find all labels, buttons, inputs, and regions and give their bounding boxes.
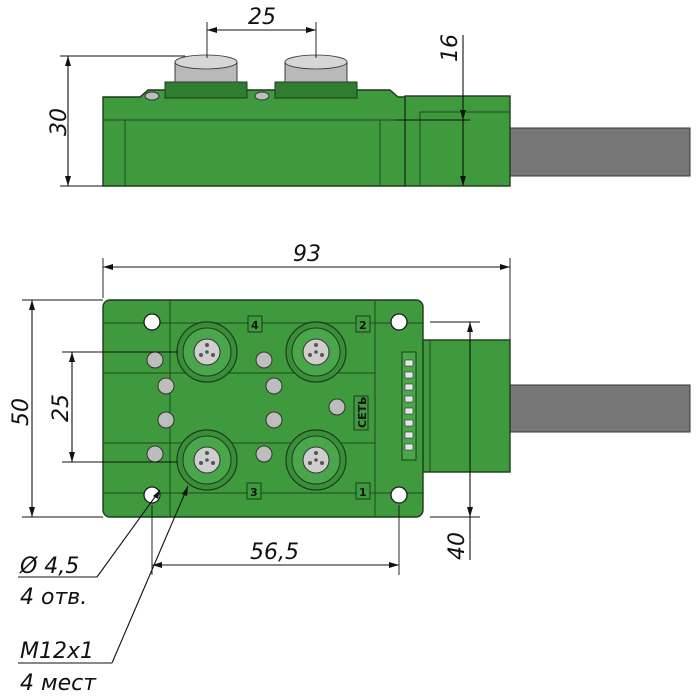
side-gland-block <box>404 95 511 187</box>
side-housing <box>102 89 406 187</box>
m12-port-4 <box>176 321 238 383</box>
callout-thread: M12x1 <box>20 639 94 664</box>
side-connector-base-right <box>274 81 358 99</box>
dim-hole-spacing: 56,5 <box>250 540 299 565</box>
port-label-1: 1 <box>359 486 367 499</box>
mount-hole-tl <box>143 313 161 331</box>
dim-flange-width: 40 <box>445 532 470 560</box>
callout-hole-diameter: Ø 4,5 <box>19 554 79 579</box>
dim-length: 93 <box>293 242 321 267</box>
side-dimensions: 25 30 16 <box>47 5 470 187</box>
power-label: СЕТЬ <box>356 397 369 428</box>
plan-view: 4 2 3 1 СЕТЬ <box>102 299 691 518</box>
m12-port-1 <box>285 429 347 491</box>
callout-thread-count: 4 мест <box>20 671 97 696</box>
port-label-2: 2 <box>359 319 367 332</box>
side-connector-base-left <box>164 81 248 99</box>
mount-hole-br <box>390 486 408 504</box>
callout-hole-count: 4 отв. <box>20 585 87 610</box>
plan-cable <box>504 384 691 433</box>
status-leds <box>146 351 346 463</box>
dim-width: 50 <box>9 398 34 426</box>
mount-hole-bl <box>143 486 161 504</box>
side-view <box>102 54 691 187</box>
port-label-3: 3 <box>250 486 258 499</box>
dim-cable-height: 16 <box>438 34 463 62</box>
mount-hole-tr <box>390 313 408 331</box>
dim-height: 30 <box>47 108 72 136</box>
m12-port-2 <box>285 321 347 383</box>
port-label-4: 4 <box>251 319 259 332</box>
dim-pitch-top: 25 <box>248 5 276 30</box>
dim-pitch-side: 25 <box>49 394 74 422</box>
m12-port-3 <box>176 429 238 491</box>
plan-dimensions: 93 50 25 40 56,5 <box>9 242 511 664</box>
side-cable <box>504 127 691 177</box>
